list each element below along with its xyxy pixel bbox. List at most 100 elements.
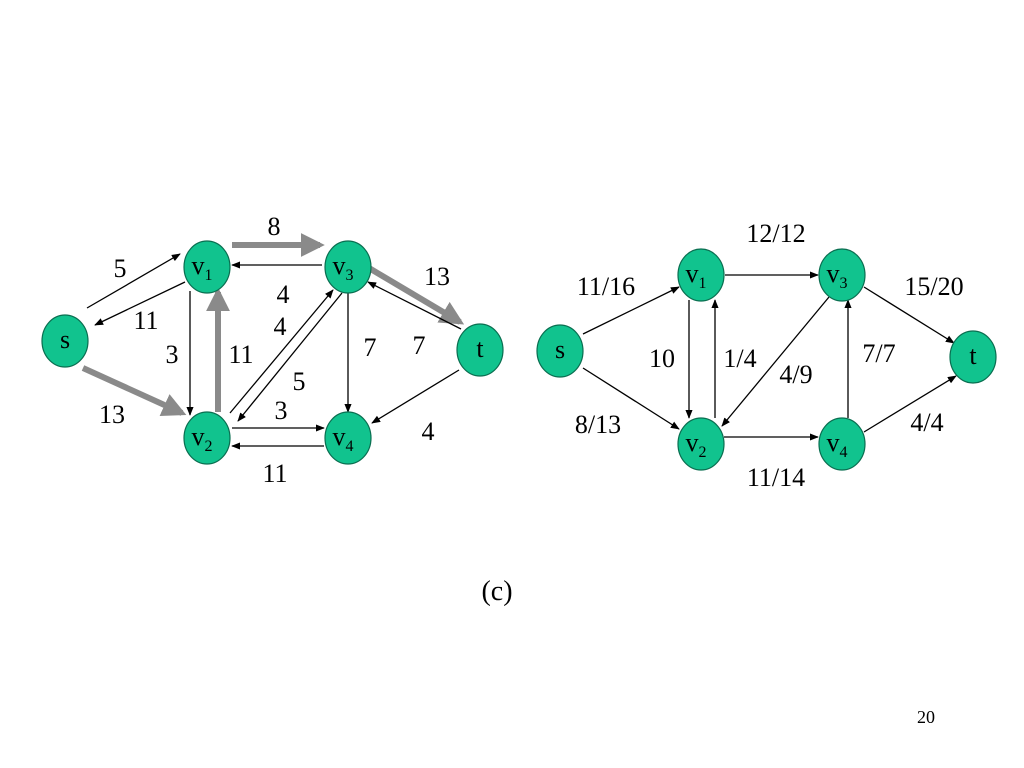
node-circle-s <box>536 324 584 378</box>
node-v2: v2 <box>183 411 231 465</box>
edge-label-t-v3: 7 <box>413 331 426 360</box>
node-label-v2: v2 <box>686 428 707 461</box>
node-label-v1: v1 <box>686 259 707 292</box>
edge-label-v1-v3: 12/12 <box>746 219 805 248</box>
edge-label-v3-v1: 4 <box>277 280 290 309</box>
node-label-t: t <box>969 341 977 370</box>
edge-label-v3-t: 13 <box>424 262 450 291</box>
node-label-base: t <box>969 341 977 370</box>
node-label-subscript: 3 <box>346 267 354 284</box>
node-v4: v4 <box>324 411 372 465</box>
node-label-subscript: 1 <box>205 267 213 284</box>
edge-v3-v2 <box>721 296 830 427</box>
edge-layer <box>582 271 957 441</box>
node-circle-v1 <box>677 248 725 302</box>
edge-t-v4 <box>371 369 460 424</box>
node-label-v3: v3 <box>333 251 354 284</box>
edge-v1-s <box>94 281 186 326</box>
node-label-v2: v2 <box>192 422 213 455</box>
edge-label-v1-v2: 10 <box>649 344 675 373</box>
edge-s-v1 <box>582 286 680 335</box>
edge-label-t-v4: 4 <box>422 417 435 446</box>
edge-label-v4-v2: 11 <box>262 459 287 488</box>
edge-label-v3-v4: 7 <box>364 333 377 362</box>
node-v3: v3 <box>324 240 372 294</box>
node-label-s: s <box>60 325 70 354</box>
edge-label-v2-v3: 4 <box>274 312 287 341</box>
figure-caption: (c) <box>481 576 512 607</box>
node-label-subscript: 2 <box>205 438 213 455</box>
edge-label-v3-t: 15/20 <box>904 272 963 301</box>
node-label-base: v <box>192 251 205 280</box>
edge-label-s-v1: 5 <box>114 254 127 283</box>
node-v2: v2 <box>677 417 725 471</box>
edge-v2-v3 <box>229 289 334 414</box>
augmenting-path-arrow-s-v2 <box>81 365 187 416</box>
node-t: t <box>456 323 504 377</box>
node-label-base: v <box>333 251 346 280</box>
node-label-subscript: 4 <box>840 444 848 461</box>
node-label-subscript: 4 <box>346 438 354 455</box>
edge-label-v4-v3: 7/7 <box>862 339 895 368</box>
edge-label-v1-s: 11 <box>133 306 158 335</box>
node-v3: v3 <box>818 248 866 302</box>
edge-label-s-v1: 11/16 <box>577 272 635 301</box>
node-label-t: t <box>476 334 484 363</box>
node-label-base: v <box>192 422 205 451</box>
edge-label-s-v2: 8/13 <box>575 410 621 439</box>
edge-label-v2-v1: 11 <box>228 340 253 369</box>
node-label-s: s <box>555 335 565 364</box>
node-v1: v1 <box>677 248 725 302</box>
node-circle-v4 <box>324 411 372 465</box>
node-t: t <box>949 330 997 384</box>
edge-v3-t <box>863 286 955 344</box>
edge-label-v2-v4: 3 <box>275 396 288 425</box>
node-label-base: v <box>333 422 346 451</box>
page-number: 20 <box>917 707 935 727</box>
augmenting-path-arrow-v3-t <box>367 265 465 325</box>
node-v4: v4 <box>818 417 866 471</box>
edge-label-v2-v4: 11/14 <box>747 463 805 492</box>
edge-v3-v2 <box>237 292 343 422</box>
edge-label-s-v2: 13 <box>99 400 125 429</box>
node-label-v4: v4 <box>333 422 354 455</box>
node-label-base: t <box>476 334 484 363</box>
node-label-base: v <box>686 259 699 288</box>
node-circle-v2 <box>183 411 231 465</box>
node-circle-t <box>949 330 997 384</box>
node-label-v4: v4 <box>827 428 848 461</box>
edge-label-v1-v3: 8 <box>268 212 281 241</box>
edge-v4-t <box>863 375 957 433</box>
node-label-base: v <box>686 428 699 457</box>
node-circle-t <box>456 323 504 377</box>
node-label-subscript: 1 <box>699 275 707 292</box>
edge-label-v3-v2: 4/9 <box>779 360 812 389</box>
edge-t-v3 <box>367 281 462 330</box>
node-label-base: s <box>60 325 70 354</box>
edge-label-v4-t: 4/4 <box>910 408 943 437</box>
node-circle-v2 <box>677 417 725 471</box>
node-circle-v1 <box>183 240 231 294</box>
node-label-base: v <box>827 259 840 288</box>
edge-s-v2 <box>582 367 680 430</box>
augmenting-path-layer <box>81 233 465 416</box>
node-v1: v1 <box>183 240 231 294</box>
node-label-v1: v1 <box>192 251 213 284</box>
node-circle-v4 <box>818 417 866 471</box>
edge-s-v1 <box>86 253 181 309</box>
node-label-subscript: 3 <box>840 275 848 292</box>
edge-label-v3-v2: 5 <box>293 367 306 396</box>
node-label-v3: v3 <box>827 259 848 292</box>
node-s: s <box>41 314 89 368</box>
node-circle-v3 <box>818 248 866 302</box>
node-circle-s <box>41 314 89 368</box>
node-label-subscript: 2 <box>699 444 707 461</box>
node-s: s <box>536 324 584 378</box>
